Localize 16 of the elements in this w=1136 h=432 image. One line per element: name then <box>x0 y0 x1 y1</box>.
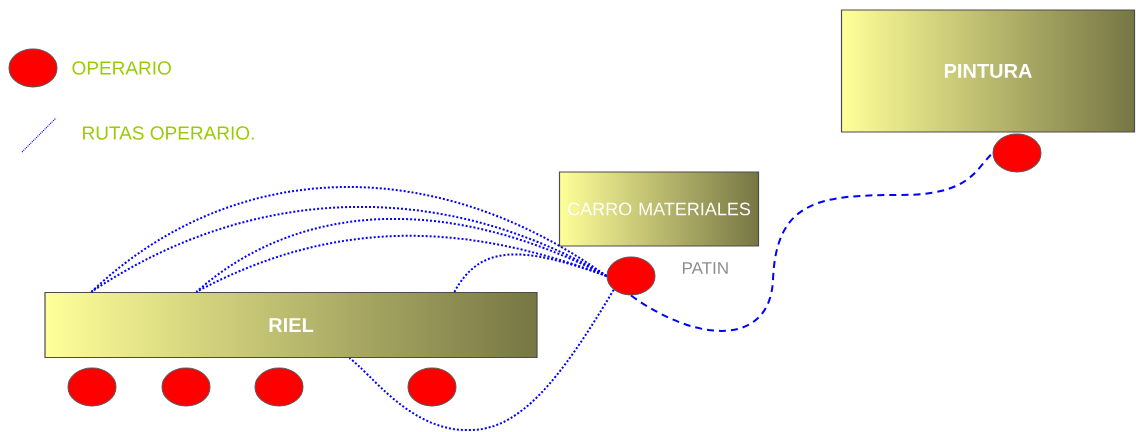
route-line <box>630 152 994 332</box>
operator-circle <box>67 367 117 407</box>
side-label: PATIN <box>682 262 728 274</box>
operator-circle <box>254 367 304 407</box>
operator-circle <box>407 367 457 407</box>
route-line <box>348 288 615 431</box>
operator-circle <box>161 367 211 407</box>
route-line <box>195 218 608 293</box>
labeled-box: CARRO MATERIALES <box>558 171 760 247</box>
operator-circle <box>606 256 656 296</box>
legend-label: OPERARIO <box>72 61 171 75</box>
route-line <box>453 253 608 293</box>
labeled-box: RIEL <box>44 291 538 359</box>
operator-circle <box>992 133 1042 173</box>
labeled-box: PINTURA <box>840 9 1136 133</box>
legend-label: RUTAS OPERARIO. <box>83 126 254 140</box>
